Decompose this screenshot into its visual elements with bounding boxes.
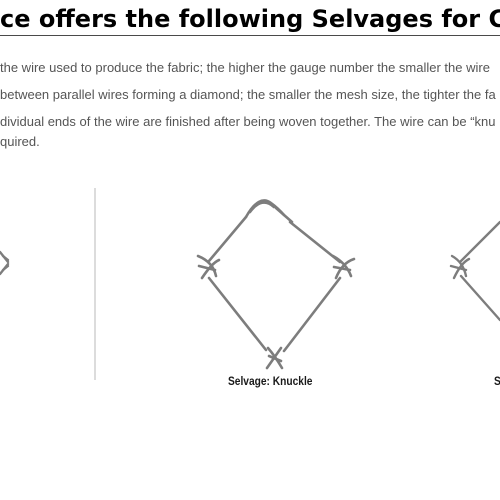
gauge-description: the wire used to produce the fabric; the… [0,60,490,75]
selvage-description-line1: dividual ends of the wire are finished a… [0,114,496,129]
selvage-diagrams [0,188,500,380]
heading-underline [0,35,500,36]
section-heading: ce offers the following Selvages for Cha… [0,5,500,33]
selvage-illustration: Selvage: Knuckle S [0,170,500,420]
right-partial-diamond [449,220,500,322]
left-partial-diamond [0,250,10,276]
caption-right-partial: S [494,374,500,388]
mesh-description: between parallel wires forming a diamond… [0,87,496,102]
caption-knuckle: Selvage: Knuckle [228,374,313,388]
knuckle-diamond [196,199,356,370]
selvage-description-line2: quired. [0,134,40,149]
